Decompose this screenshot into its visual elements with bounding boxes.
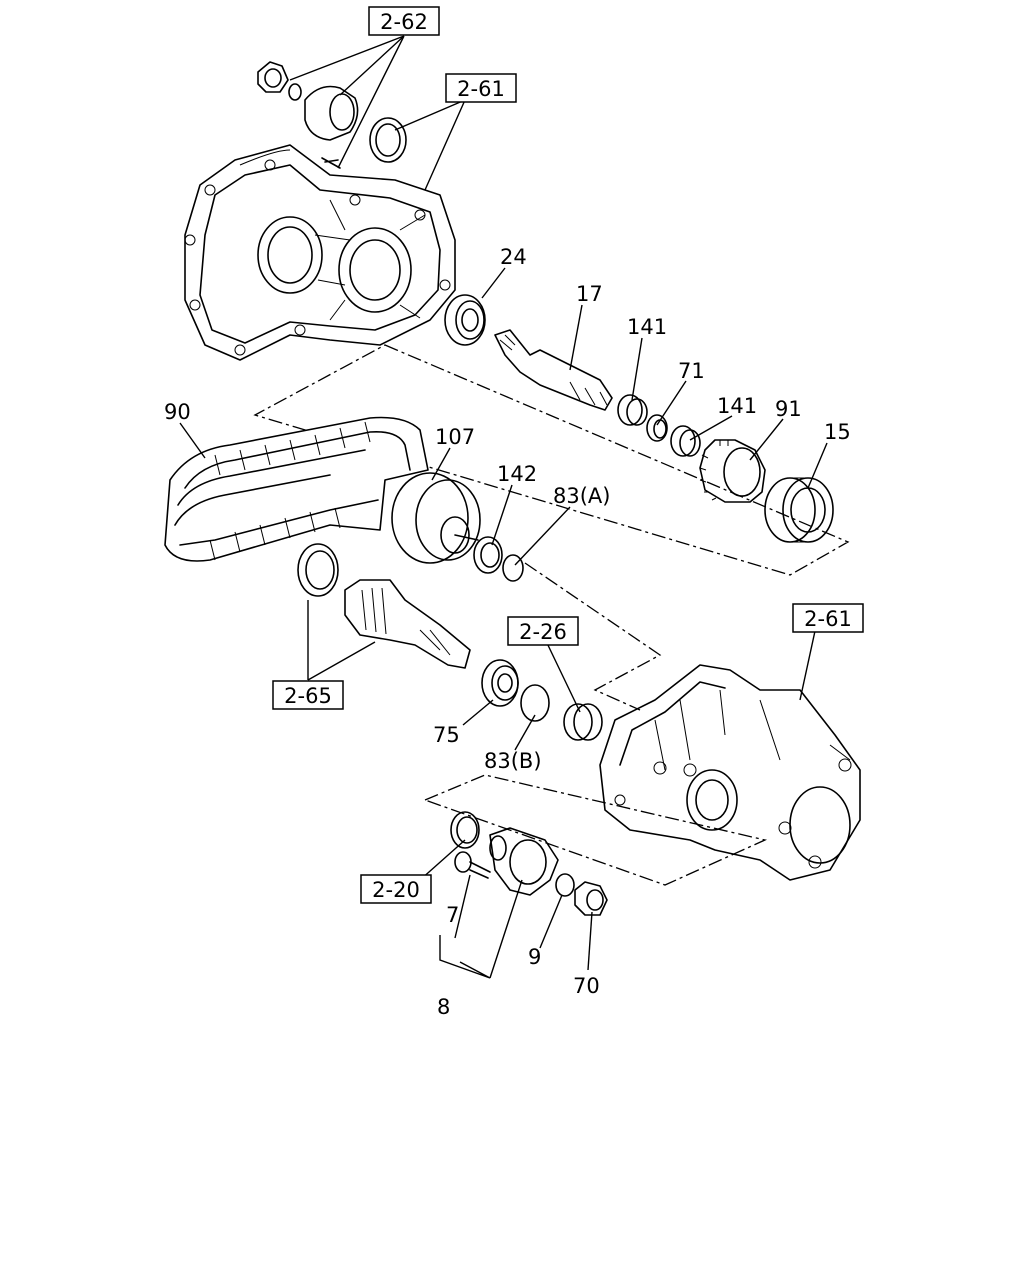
ref-box-2-61-upper[interactable]: 2-61 bbox=[445, 73, 517, 103]
leader-2-61-lower bbox=[799, 630, 816, 701]
bolt-7 bbox=[454, 851, 491, 879]
callout-141b: 141 bbox=[717, 394, 757, 418]
phantom-line-mid bbox=[524, 562, 662, 711]
leader-83b bbox=[514, 714, 536, 751]
phantom-box-lower bbox=[423, 774, 768, 886]
output-shaft bbox=[344, 579, 471, 669]
leader-2-61-upper bbox=[394, 99, 466, 191]
callout-107: 107 bbox=[435, 425, 475, 449]
mainshaft-17 bbox=[494, 329, 613, 411]
bearing-24 bbox=[444, 294, 486, 346]
callout-7: 7 bbox=[446, 903, 459, 927]
leader-75 bbox=[462, 699, 494, 726]
snap-ring-83a bbox=[502, 554, 524, 582]
callout-83a: 83(A) bbox=[553, 484, 610, 508]
leader-90 bbox=[179, 422, 206, 459]
sprocket-gear-91 bbox=[699, 439, 766, 503]
leader-142 bbox=[491, 484, 513, 546]
leader-15 bbox=[807, 442, 828, 489]
front-case-housing bbox=[184, 144, 456, 361]
leader-141b bbox=[689, 415, 733, 441]
leader-70 bbox=[587, 911, 593, 971]
callout-15: 15 bbox=[824, 420, 851, 444]
leader-2-20 bbox=[419, 839, 466, 881]
callout-142: 142 bbox=[497, 462, 537, 486]
leader-2-65 bbox=[307, 600, 376, 681]
oil-seal-2-20 bbox=[450, 811, 480, 849]
ref-box-2-20[interactable]: 2-20 bbox=[360, 874, 432, 904]
bearing-75 bbox=[481, 659, 519, 707]
nut-70 bbox=[574, 881, 608, 916]
callout-24: 24 bbox=[500, 245, 527, 269]
callout-83b: 83(B) bbox=[484, 749, 542, 773]
callout-90: 90 bbox=[164, 400, 191, 424]
leader-83a bbox=[514, 506, 571, 566]
leader-24 bbox=[481, 267, 506, 299]
callout-17: 17 bbox=[576, 282, 603, 306]
leader-107 bbox=[431, 447, 451, 481]
leader-17 bbox=[569, 304, 583, 371]
ref-box-2-65[interactable]: 2-65 bbox=[272, 680, 344, 710]
callout-70: 70 bbox=[573, 974, 600, 998]
callout-141a: 141 bbox=[627, 315, 667, 339]
sleeve-15 bbox=[764, 477, 834, 543]
collar-71 bbox=[646, 414, 668, 442]
drive-sprocket-107 bbox=[391, 472, 481, 564]
rear-case-housing bbox=[599, 664, 861, 881]
leader-141a bbox=[631, 337, 643, 401]
ref-label-2-65: 2-65 bbox=[284, 684, 332, 708]
phantom-box-upper-shaft bbox=[253, 344, 850, 576]
o-ring-9 bbox=[555, 873, 575, 897]
needle-bearing-2-26 bbox=[563, 703, 603, 741]
leader-2-26 bbox=[545, 640, 581, 713]
leader-2-62 bbox=[289, 35, 405, 169]
oil-seal-upper bbox=[369, 117, 407, 163]
bearing-142 bbox=[473, 536, 503, 574]
snap-ring-83b bbox=[520, 684, 550, 722]
ref-label-2-61-upper: 2-61 bbox=[457, 77, 505, 101]
drive-chain-90 bbox=[164, 416, 429, 562]
leader-9 bbox=[539, 894, 563, 949]
bearing-2-65 bbox=[297, 543, 339, 597]
ref-label-2-61-lower: 2-61 bbox=[804, 607, 852, 631]
ref-box-2-62[interactable]: 2-62 bbox=[368, 6, 440, 36]
ref-label-2-62: 2-62 bbox=[380, 10, 428, 34]
callout-8: 8 bbox=[437, 995, 450, 1019]
ref-box-2-26[interactable]: 2-26 bbox=[507, 616, 579, 646]
needle-bearing-141b bbox=[670, 425, 701, 457]
callout-91: 91 bbox=[775, 397, 802, 421]
ref-label-2-26: 2-26 bbox=[519, 620, 567, 644]
leader-7-8 bbox=[439, 874, 523, 979]
ref-label-2-20: 2-20 bbox=[372, 878, 420, 902]
companion-flange-8 bbox=[489, 827, 559, 896]
leader-71 bbox=[656, 380, 687, 426]
callout-71: 71 bbox=[678, 359, 705, 383]
companion-flange-upper bbox=[257, 61, 359, 169]
ref-box-2-61-lower[interactable]: 2-61 bbox=[792, 603, 864, 633]
callout-75: 75 bbox=[433, 723, 460, 747]
leader-91 bbox=[749, 418, 784, 461]
callout-9: 9 bbox=[528, 945, 541, 969]
needle-bearing-141a bbox=[617, 394, 648, 426]
